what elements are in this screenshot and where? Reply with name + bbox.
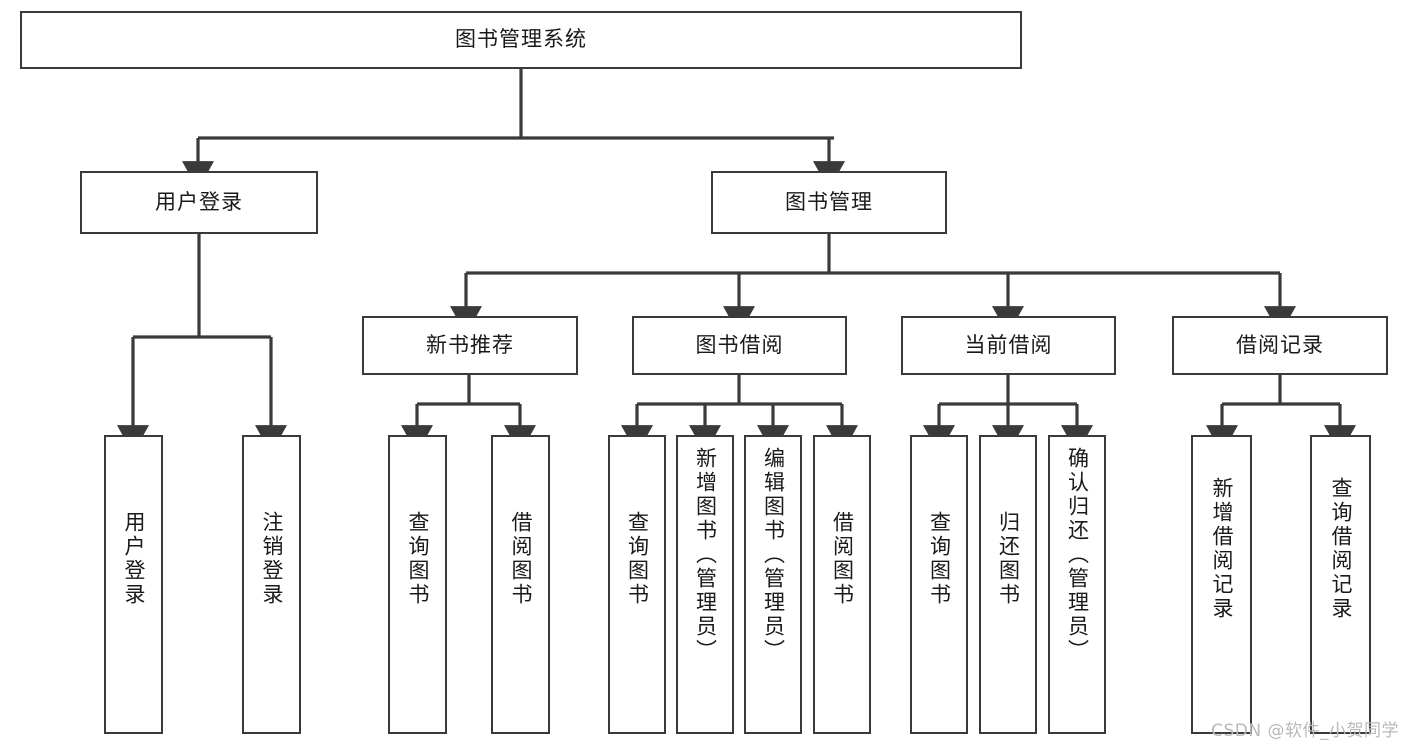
leaf-borrow-borrow-book[interactable]: 借阅图书 (813, 435, 871, 734)
node-label: 借阅图书 (508, 511, 533, 607)
node-label: 新增图书（管理员） (693, 447, 718, 663)
node-book-borrow[interactable]: 图书借阅 (632, 316, 847, 375)
leaf-new-book-query[interactable]: 查询图书 (388, 435, 447, 734)
leaf-current-confirm-return-admin[interactable]: 确认归还（管理员） (1048, 435, 1106, 734)
node-root-book-management-system[interactable]: 图书管理系统 (20, 11, 1022, 69)
leaf-current-query-book[interactable]: 查询图书 (910, 435, 968, 734)
node-new-book-recommend[interactable]: 新书推荐 (362, 316, 578, 375)
node-label: 图书管理 (785, 189, 873, 214)
leaf-user-login-logout[interactable]: 注销登录 (242, 435, 301, 734)
node-user-login[interactable]: 用户登录 (80, 171, 318, 234)
node-label: 图书借阅 (695, 332, 784, 357)
leaf-borrow-query-book[interactable]: 查询图书 (608, 435, 666, 734)
node-label: 借阅记录 (1236, 332, 1324, 357)
node-label: 新书推荐 (426, 332, 514, 357)
leaf-borrow-edit-book-admin[interactable]: 编辑图书（管理员） (744, 435, 802, 734)
leaf-record-query-record[interactable]: 查询借阅记录 (1310, 435, 1371, 734)
node-label: 新增借阅记录 (1209, 477, 1234, 621)
leaf-user-login-login[interactable]: 用户登录 (104, 435, 163, 734)
node-label: 注销登录 (259, 511, 284, 607)
leaf-record-add-record[interactable]: 新增借阅记录 (1191, 435, 1252, 734)
node-label: 当前借阅 (964, 332, 1053, 357)
node-borrow-record[interactable]: 借阅记录 (1172, 316, 1388, 375)
leaf-borrow-add-book-admin[interactable]: 新增图书（管理员） (676, 435, 734, 734)
node-label: 查询图书 (927, 511, 952, 607)
node-label: 归还图书 (996, 511, 1021, 607)
node-label: 图书管理系统 (455, 27, 587, 52)
node-label: 查询借阅记录 (1328, 477, 1353, 621)
node-label: 用户登录 (121, 511, 146, 607)
leaf-current-return-book[interactable]: 归还图书 (979, 435, 1037, 734)
node-book-management[interactable]: 图书管理 (711, 171, 947, 234)
node-current-borrow[interactable]: 当前借阅 (901, 316, 1116, 375)
leaf-new-book-borrow[interactable]: 借阅图书 (491, 435, 550, 734)
node-label: 借阅图书 (830, 511, 855, 607)
node-label: 用户登录 (155, 189, 243, 214)
node-label: 确认归还（管理员） (1065, 447, 1090, 663)
csdn-watermark: CSDN @软件_小贺同学 (1211, 721, 1399, 741)
node-label: 查询图书 (405, 511, 430, 607)
node-label: 编辑图书（管理员） (761, 447, 786, 663)
node-label: 查询图书 (625, 511, 650, 607)
